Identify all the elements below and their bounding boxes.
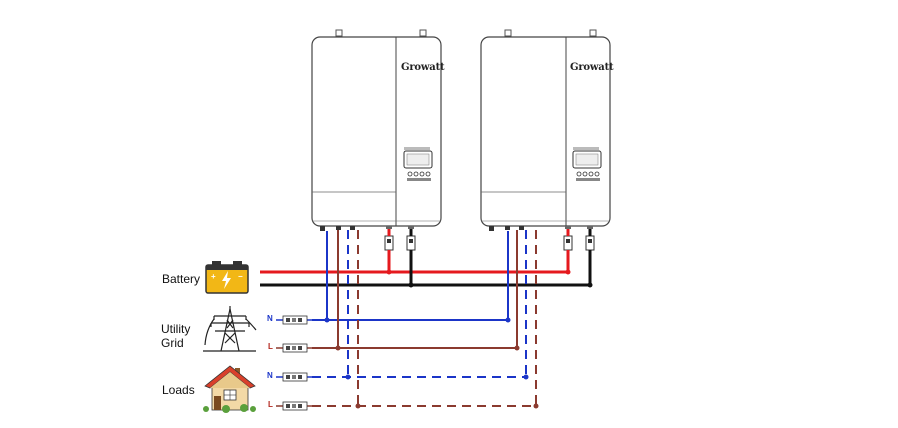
inverter-2 bbox=[480, 29, 611, 251]
inverter-1 bbox=[311, 29, 442, 251]
terminal-block-load-l bbox=[276, 401, 312, 411]
battery-icon: + − bbox=[205, 261, 249, 294]
load-l-tag: L bbox=[268, 400, 273, 409]
inverter-1-display-panel bbox=[403, 147, 433, 181]
svg-text:+: + bbox=[211, 272, 216, 281]
inverter-1-brand-logo: Growatt bbox=[401, 62, 445, 73]
terminal-block-grid-n bbox=[276, 315, 312, 325]
terminal-block-grid-l bbox=[276, 343, 312, 353]
terminal-block-load-n bbox=[276, 372, 312, 382]
grid-l-tag: L bbox=[268, 342, 273, 351]
battery-label: Battery bbox=[162, 272, 201, 286]
svg-text:−: − bbox=[238, 272, 243, 281]
battery-negative-bus bbox=[260, 229, 592, 287]
house-icon bbox=[203, 365, 256, 413]
grid-line-conductor bbox=[312, 230, 518, 349]
loads-label: Loads bbox=[162, 383, 195, 397]
utility-grid-label: Utility Grid bbox=[161, 322, 191, 350]
load-n-tag: N bbox=[267, 371, 273, 380]
inverter-2-display-panel bbox=[572, 147, 602, 181]
power-pylon-icon bbox=[203, 306, 257, 352]
load-line-conductor bbox=[312, 230, 537, 407]
inverter-2-brand-logo: Growatt bbox=[570, 62, 614, 73]
load-neutral-line bbox=[312, 230, 527, 378]
grid-n-tag: N bbox=[267, 314, 273, 323]
grid-neutral-line bbox=[312, 231, 509, 321]
